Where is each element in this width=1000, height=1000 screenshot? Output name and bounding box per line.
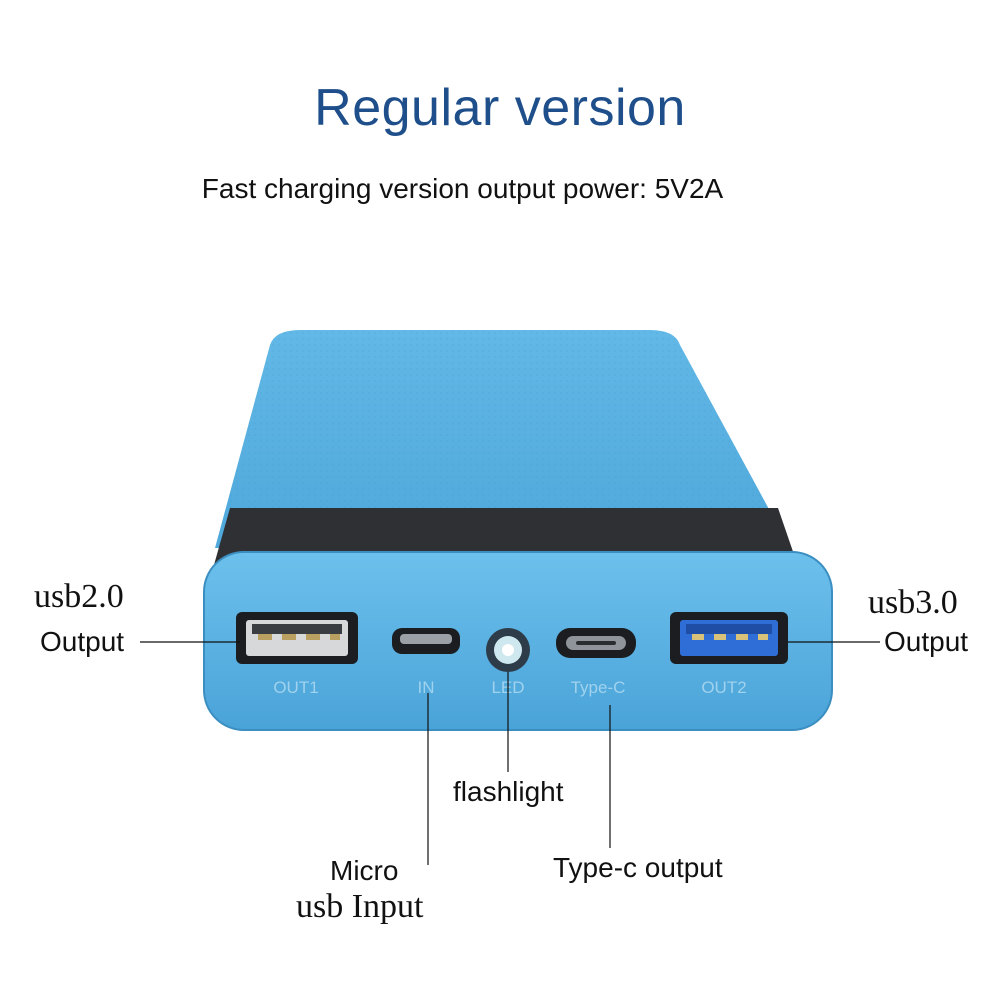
led-flashlight <box>486 628 530 672</box>
out1-engraving: OUT1 <box>273 678 318 697</box>
typec-output-label: Type-c output <box>553 852 723 883</box>
micro-usb-port <box>392 628 460 654</box>
out2-engraving: OUT2 <box>701 678 746 697</box>
usb3-title: usb3.0 <box>868 584 958 621</box>
flashlight-label: flashlight <box>453 776 564 807</box>
micro-label: Micro <box>330 855 399 886</box>
usb-input-label: usb Input <box>296 888 424 925</box>
typec-port <box>556 628 636 658</box>
usb2-title: usb2.0 <box>34 578 124 615</box>
usb2-port <box>236 612 358 664</box>
usb3-port <box>670 612 788 664</box>
page-subtitle: Fast charging version output power: 5V2A <box>201 173 724 204</box>
page-title: Regular version <box>314 79 686 137</box>
in-engraving: IN <box>418 678 435 697</box>
typec-engraving: Type-C <box>571 678 626 697</box>
usb3-output-label: Output <box>884 626 969 657</box>
usb2-output-label: Output <box>40 626 125 657</box>
